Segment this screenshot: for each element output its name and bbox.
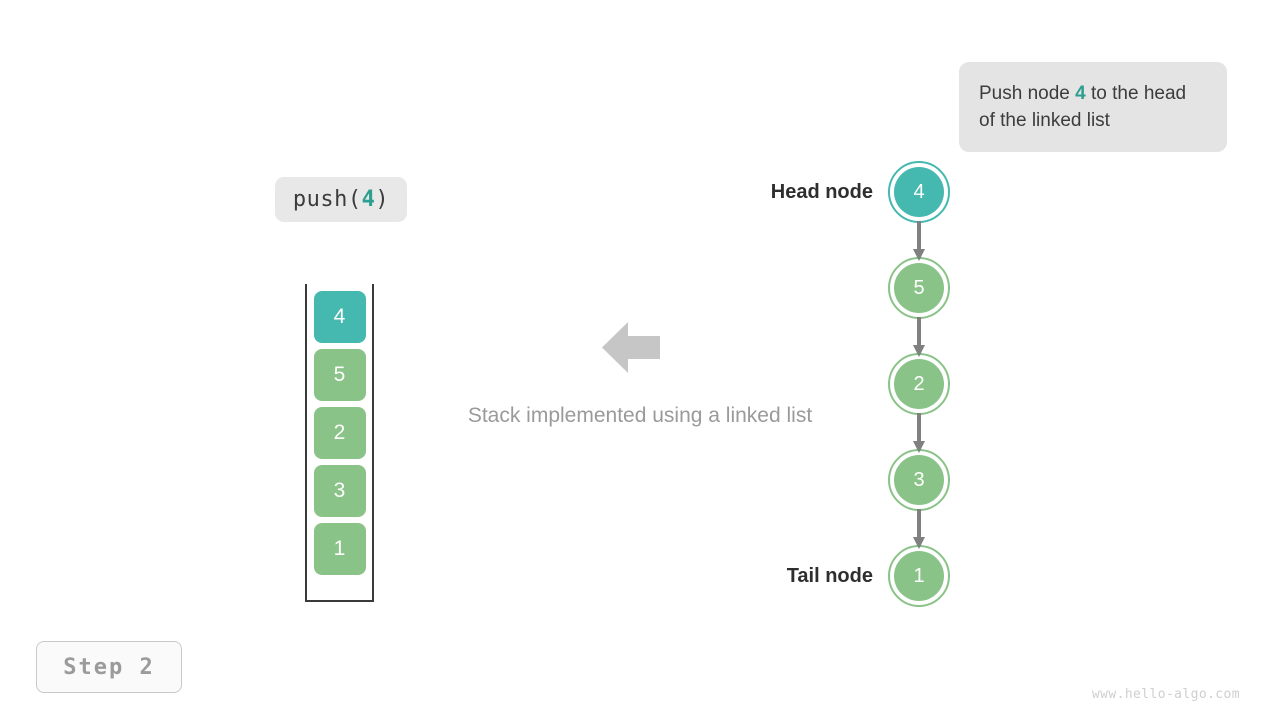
next-pointer-arrow-icon [913,221,925,261]
callout-text-after: to the head of the linked list [979,83,1187,131]
stack-cell: 4 [313,291,366,343]
watermark: www.hello-algo.com [1091,687,1240,702]
callout-annotation: Push node 4 to the head of the linked li… [959,62,1227,152]
next-pointer-arrow-icon [913,317,925,357]
head-node-label: Head node [770,181,873,203]
node-value: 2 [913,372,925,395]
node-core: 4 [894,167,944,217]
left-arrow-icon [602,322,660,373]
tail-node-label: Tail node [786,565,873,587]
operation-suffix: ) [375,187,390,212]
linked-list-node: 3 [888,449,950,511]
stack-cell-value: 1 [333,537,346,560]
linked-list-node: 5 [888,257,950,319]
next-pointer-arrow-icon [913,509,925,549]
callout-text-before: Push node [979,83,1076,104]
operation-prefix: push( [292,187,362,212]
operation-value: 4 [361,187,376,212]
node-value: 4 [913,180,925,203]
node-core: 1 [894,551,944,601]
stack-cell: 1 [313,523,366,575]
node-core: 5 [894,263,944,313]
node-value: 3 [913,468,925,491]
operation-chip: push(4) [275,177,407,222]
linked-list-node: 1 [888,545,950,607]
stack-container: 4 5 2 3 1 [305,284,374,602]
node-value: 1 [913,564,925,587]
stack-cell-value: 4 [333,305,346,328]
stack-cell-list: 4 5 2 3 1 [307,291,372,575]
stack-cell: 2 [313,407,366,459]
stack-cell-value: 3 [333,479,346,502]
linked-list-node: 2 [888,353,950,415]
node-core: 2 [894,359,944,409]
stack-cell: 3 [313,465,366,517]
stack-cell-value: 2 [333,421,346,444]
linked-list-node: 4 [888,161,950,223]
stack-cell: 5 [313,349,366,401]
stack-cell-value: 5 [333,363,346,386]
step-badge: Step 2 [36,641,182,693]
node-value: 5 [913,276,925,299]
callout-highlight-value: 4 [1075,83,1086,104]
diagram-caption: Stack implemented using a linked list [467,404,813,427]
next-pointer-arrow-icon [913,413,925,453]
node-core: 3 [894,455,944,505]
